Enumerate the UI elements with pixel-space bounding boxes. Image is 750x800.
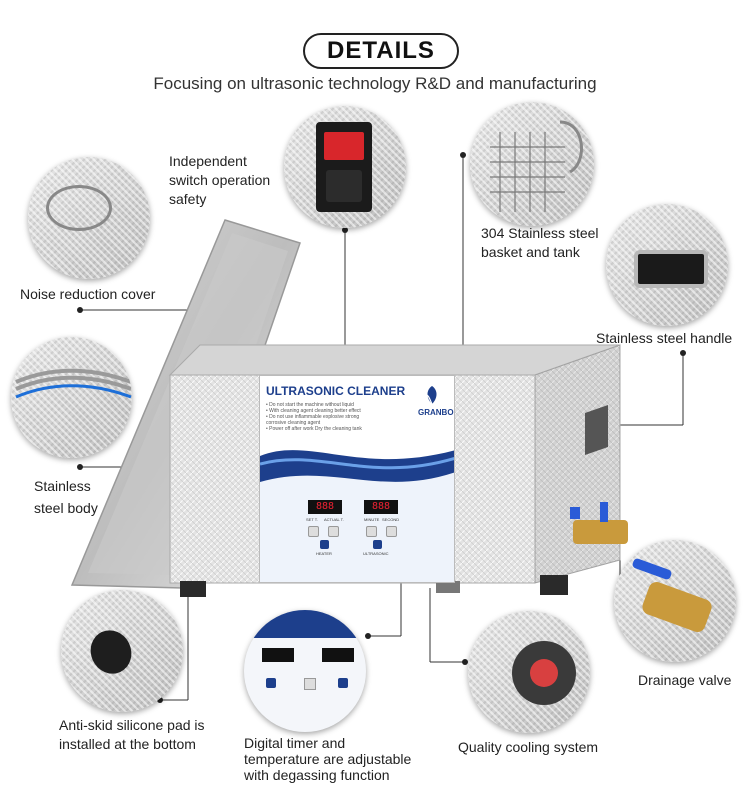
second-label: SECOND [382,517,400,522]
power-switch-detail-image [284,106,406,228]
brand-label: GRANBO [418,408,454,417]
steel-body-detail-image [11,337,132,458]
warning-line: • With cleaning agent cleaning better ef… [266,408,361,414]
temp-display-icon [262,648,294,662]
set-temp-label: SET T. [306,517,318,522]
details-title: DETAILS [303,33,459,69]
valve-label: Drainage valve [638,672,732,688]
temp-minus-button[interactable] [308,526,319,537]
drain-valve-detail-image [614,540,736,662]
heater-key-icon [266,678,276,688]
warning-line: corrosive cleaning agent [266,420,321,426]
temp-key-icon [304,678,316,690]
warning-line: • Do not start the machine without liqui… [266,402,354,408]
timer-label: Digital timer and temperature are adjust… [244,735,412,783]
fan-hub-icon [530,659,558,687]
actual-temp-label: ACTUAL T. [324,517,344,522]
warning-line: • Do not use inflammable explosive stron… [266,414,360,420]
basket-detail-image [470,102,594,226]
pad-label: Anti-skid silicone pad is installed at t… [59,717,205,752]
switch-label: Independent switch operation safety [169,153,271,207]
panel-title: ULTRASONIC CLEANER [266,384,406,398]
basket-label: 304 Stainless steel basket and tank [481,225,599,260]
panel-wave-icon [244,610,366,638]
time-minus-button[interactable] [366,526,377,537]
time-display-icon [322,648,354,662]
warning-list: • Do not start the machine without liqui… [266,402,406,432]
switch-housing [316,122,372,212]
silicone-pad-detail-image [61,590,183,712]
brass-valve-icon [640,579,714,635]
ultrasonic-label: ULTRASONIC [363,551,389,556]
page-subtitle: Focusing on ultrasonic technology R&D an… [153,74,597,93]
temperature-display: 888 [308,500,342,514]
ultrasonic-key-icon [338,678,348,688]
handle-recess-icon [634,250,708,288]
control-panel: ULTRASONIC CLEANER GRANBO • Do not start… [259,375,455,583]
cover-label: Noise reduction cover [20,286,156,302]
valve-lever-icon [631,557,673,581]
timer-display: 888 [364,500,398,514]
wire-basket-icon [490,120,583,212]
red-rocker-switch-icon [324,132,364,160]
temp-plus-button[interactable] [328,526,339,537]
noise-cover-detail-image [28,157,150,279]
ultrasonic-button[interactable] [373,540,382,549]
cooling-fan-detail-image [468,611,590,733]
panel-wave-graphic [260,450,454,582]
cover-knob-icon [46,185,112,231]
control-panel-detail-image [244,610,366,732]
cooling-label: Quality cooling system [458,739,599,755]
minute-label: MINUTE [364,517,380,522]
handle-label: Stainless steel handle [596,330,733,346]
rubber-foot-icon [83,623,139,681]
warning-line: • Power off after work Dry the cleaning … [266,426,362,432]
steel-layers-icon [15,368,132,399]
power-socket-icon [326,170,362,202]
heater-label: HEATER [316,551,332,556]
fan-icon [512,641,576,705]
heater-button[interactable] [320,540,329,549]
steel-body-label: Stainless steel body [34,478,98,516]
granbo-logo-icon [420,384,444,408]
time-plus-button[interactable] [386,526,397,537]
handle-detail-image [606,204,728,326]
